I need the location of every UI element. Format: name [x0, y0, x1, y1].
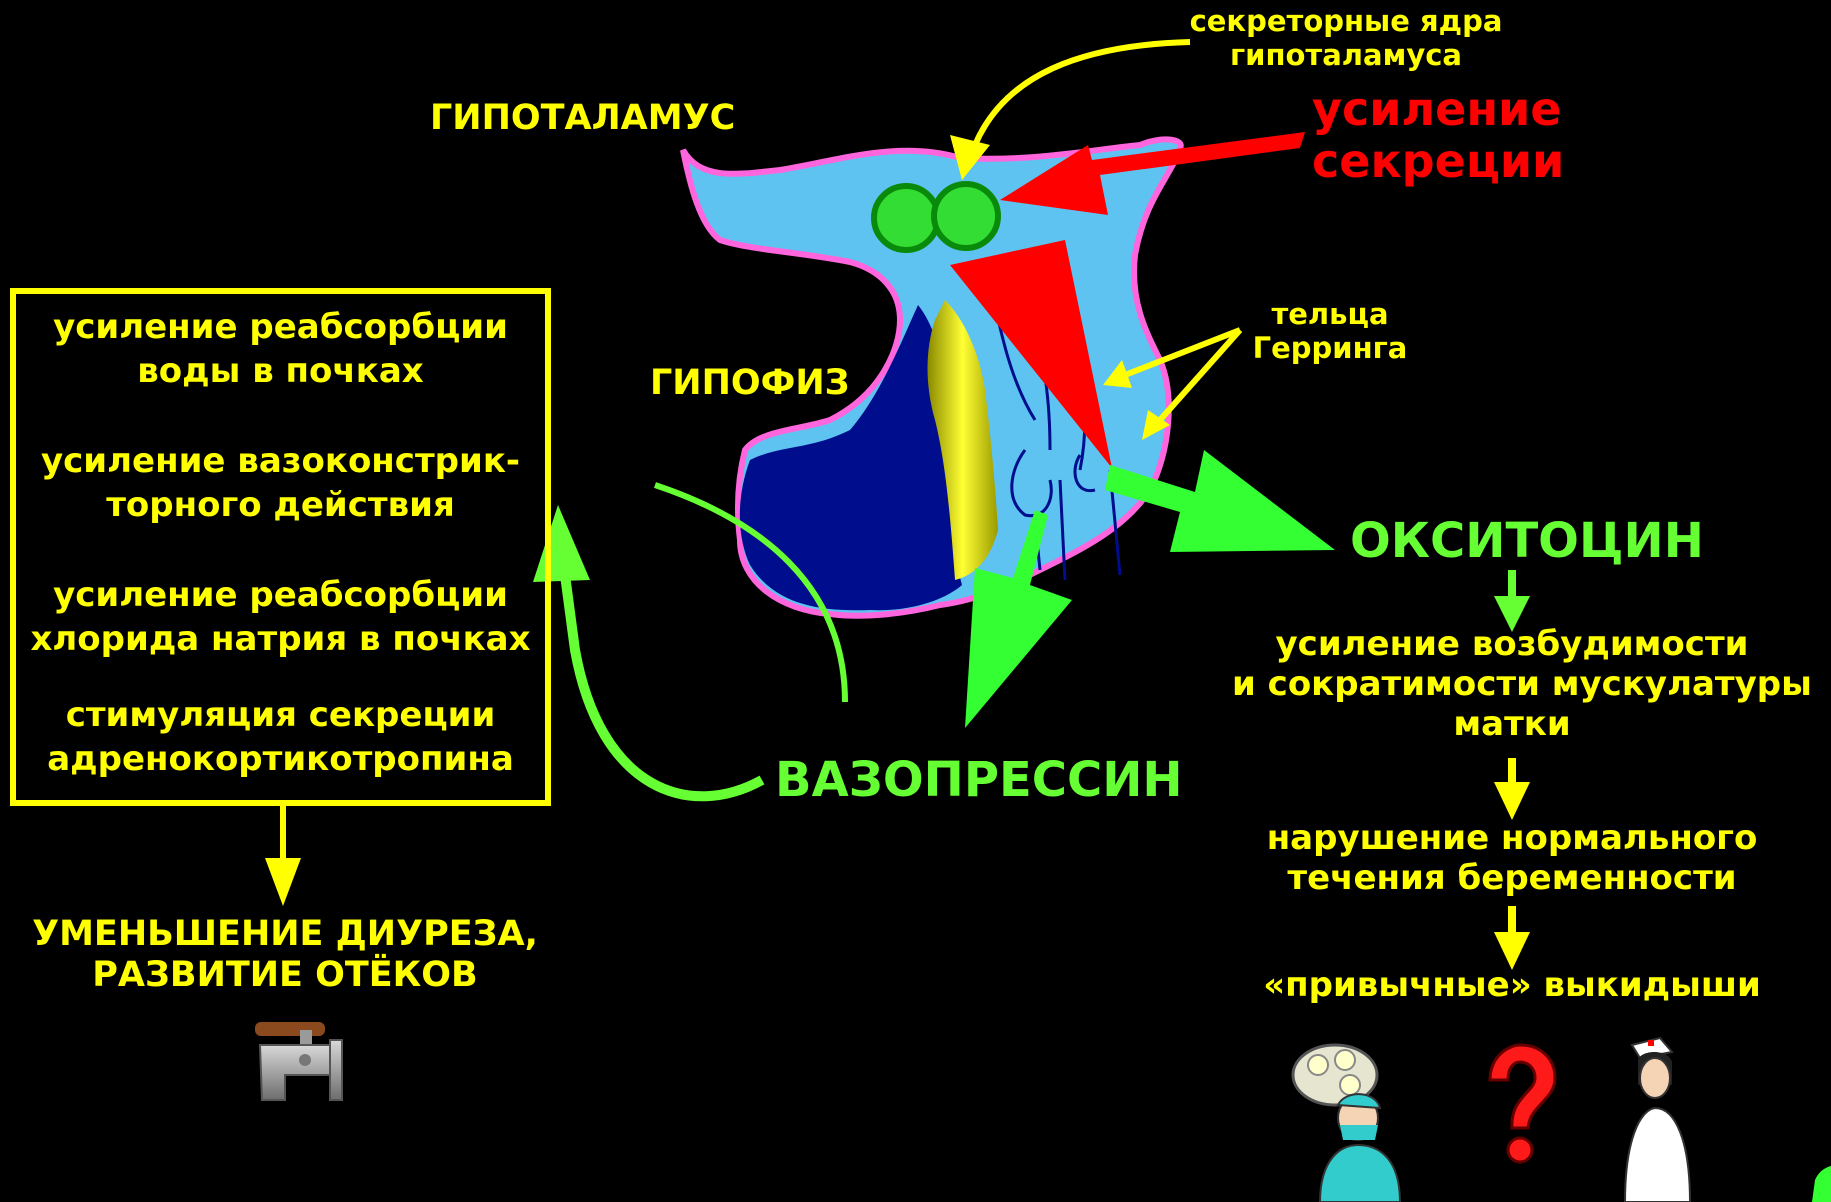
secretory-nucleus-left — [874, 186, 938, 250]
arrowhead-chain-2 — [1494, 782, 1530, 820]
vasopressin-outcome-label: УМЕНЬШЕНИЕ ДИУРЕЗА, РАЗВИТИЕ ОТЁКОВ — [30, 914, 540, 997]
arrow-to-nuclei — [975, 42, 1190, 145]
hypothalamus-label: ГИПОТАЛАМУС — [430, 98, 735, 139]
oxytocin-step2: нарушение нормального течения беременнос… — [1262, 818, 1762, 898]
green-arrow-effects — [565, 575, 762, 796]
slide-number-fragment — [1812, 1166, 1831, 1202]
secretory-nucleus-right — [934, 184, 998, 248]
pituitary-label: ГИПОФИЗ — [650, 363, 850, 404]
herring-bodies-line1: тельца — [1240, 297, 1420, 331]
effect-item: усиление реабсорбции хлорида натрия в по… — [16, 574, 545, 661]
effect-2-line2: торного действия — [16, 484, 545, 528]
surgeon-icon — [1293, 1045, 1400, 1202]
effect-4-line2: адренокортикотропина — [16, 738, 545, 782]
secretory-nuclei-label: секреторные ядра гипоталамуса — [1176, 4, 1516, 72]
increase-secretion-label: усиление секреции — [1312, 84, 1564, 188]
secretory-nuclei-line2: гипоталамуса — [1176, 38, 1516, 72]
effect-1-line1: усиление реабсорбции — [16, 306, 545, 350]
oxytocin-step1-line1: усиление возбудимости — [1232, 624, 1792, 664]
vasopressin-label: ВАЗОПРЕССИН — [775, 752, 1183, 809]
oxytocin-step1-line2: и сократимости мускулатуры — [1232, 664, 1792, 704]
effect-1-line2: воды в почках — [16, 350, 545, 394]
effect-3-line1: усиление реабсорбции — [16, 574, 545, 618]
effect-4-line1: стимуляция секреции — [16, 694, 545, 738]
faucet-icon — [255, 1022, 342, 1100]
oxytocin-label: ОКСИТОЦИН — [1350, 513, 1704, 570]
outcome-line1: УМЕНЬШЕНИЕ ДИУРЕЗА, — [30, 914, 540, 955]
effect-item: усиление реабсорбции воды в почках — [16, 306, 545, 393]
increase-secretion-line2: секреции — [1312, 136, 1564, 188]
nurse-icon — [1625, 1038, 1690, 1202]
herring-bodies-label: тельца Герринга — [1240, 297, 1420, 365]
oxytocin-step1-line3: матки — [1232, 704, 1792, 744]
oxytocin-step2-line1: нарушение нормального — [1262, 818, 1762, 858]
herring-bodies-line2: Герринга — [1240, 331, 1420, 365]
increase-secretion-line1: усиление — [1312, 84, 1564, 136]
secretory-nuclei-line1: секреторные ядра — [1176, 4, 1516, 38]
effect-2-line1: усиление вазоконстрик- — [16, 440, 545, 484]
effect-3-line2: хлорида натрия в почках — [16, 618, 545, 662]
question-mark-icon — [1490, 1045, 1555, 1162]
effect-item: стимуляция секреции адренокортикотропина — [16, 694, 545, 781]
oxytocin-step2-line2: течения беременности — [1262, 858, 1762, 898]
effect-item: усиление вазоконстрик- торного действия — [16, 440, 545, 527]
arrowhead-outcome — [265, 858, 301, 906]
outcome-line2: РАЗВИТИЕ ОТЁКОВ — [30, 955, 540, 996]
oxytocin-step3: «привычные» выкидыши — [1232, 965, 1792, 1005]
oxytocin-step1: усиление возбудимости и сократимости мус… — [1232, 624, 1792, 744]
vasopressin-effects-box: усиление реабсорбции воды в почках усиле… — [10, 288, 551, 806]
